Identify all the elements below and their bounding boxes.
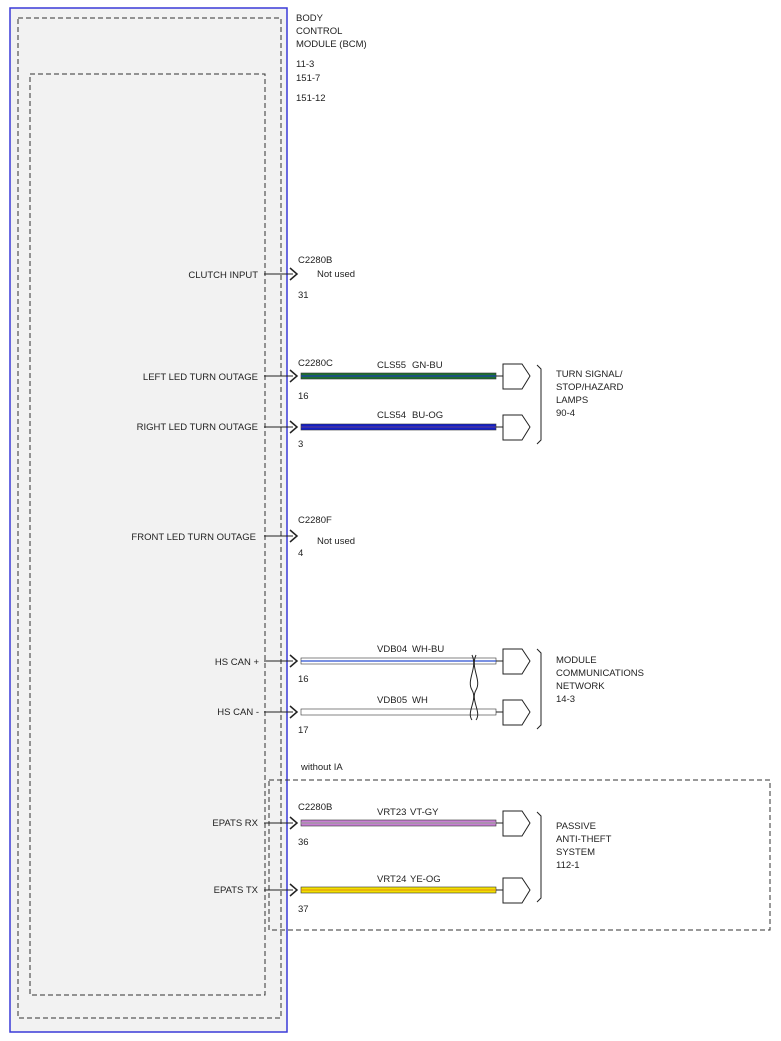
signal-label: LEFT LED TURN OUTAGE <box>143 372 258 383</box>
destination-line: STOP/HAZARD <box>556 382 624 393</box>
circuit-id: CLS54 <box>377 410 406 421</box>
terminal-connector <box>496 648 531 675</box>
color-code: GN-BU <box>412 360 443 371</box>
pin-number: 3 <box>298 439 303 450</box>
module-title-2: CONTROL <box>296 26 342 37</box>
signal-label: EPATS RX <box>212 818 258 829</box>
pin-number: 31 <box>298 290 309 301</box>
pin-number: 16 <box>298 391 309 402</box>
module-inner-dashed <box>29 73 266 996</box>
connector-id: C2280C <box>298 358 333 369</box>
pin-number: 16 <box>298 674 309 685</box>
connector-chevron <box>289 267 299 281</box>
color-code: BU-OG <box>412 410 443 421</box>
terminal-connector <box>496 877 531 904</box>
color-code: YE-OG <box>410 874 441 885</box>
signal-label: HS CAN + <box>215 657 260 668</box>
connector-chevron <box>289 816 299 830</box>
destination-bracket <box>536 811 542 903</box>
terminal-connector <box>496 699 531 726</box>
module-ref-2: 151-7 <box>296 73 320 84</box>
connector-chevron <box>289 654 299 668</box>
module-ref-1: 11-3 <box>296 59 314 70</box>
connector-chevron <box>289 369 299 383</box>
pin-number: 36 <box>298 837 309 848</box>
module-title-3: MODULE (BCM) <box>296 39 367 50</box>
module-outer-dashed <box>17 17 282 1019</box>
signal-label: CLUTCH INPUT <box>188 270 258 281</box>
circuit-id: VRT23 <box>377 807 406 818</box>
circuit-id: CLS55 <box>377 360 406 371</box>
destination-line: COMMUNICATIONS <box>556 668 644 679</box>
circuit-id: VDB04 <box>377 644 407 655</box>
circuit-id: VRT24 <box>377 874 406 885</box>
terminal-connector <box>496 810 531 837</box>
twisted-pair-marker-2 <box>473 654 479 721</box>
connector-id: C2280B <box>298 255 332 266</box>
destination-line: TURN SIGNAL/ <box>556 369 623 380</box>
pin-number: 17 <box>298 725 309 736</box>
destination-line: ANTI-THEFT <box>556 834 612 845</box>
destination-line: SYSTEM <box>556 847 595 858</box>
module-ref-3: 151-12 <box>296 93 326 104</box>
signal-label: HS CAN - <box>217 707 259 718</box>
signal-label: RIGHT LED TURN OUTAGE <box>137 422 258 433</box>
terminal-connector <box>496 363 531 390</box>
destination-line: NETWORK <box>556 681 605 692</box>
destination-line: 90-4 <box>556 408 575 419</box>
destination-bracket <box>536 364 542 445</box>
connector-chevron <box>289 705 299 719</box>
pin-number: 4 <box>298 548 303 559</box>
connector-chevron <box>289 529 299 543</box>
destination-line: MODULE <box>556 655 597 666</box>
wire <box>300 708 497 716</box>
twisted-pair-marker <box>469 654 475 721</box>
color-code: WH-BU <box>412 644 444 655</box>
destination-line: PASSIVE <box>556 821 596 832</box>
connector-id: C2280B <box>298 802 332 813</box>
not-used-note: Not used <box>317 536 355 547</box>
module-box <box>9 7 288 1033</box>
destination-bracket <box>536 648 542 730</box>
module-title-1: BODY <box>296 13 324 24</box>
signal-label: FRONT LED TURN OUTAGE <box>131 532 256 543</box>
connector-id: C2280F <box>298 515 332 526</box>
connector-chevron <box>289 883 299 897</box>
color-code: WH <box>412 695 428 706</box>
color-code: VT-GY <box>410 807 439 818</box>
destination-line: LAMPS <box>556 395 588 406</box>
terminal-connector <box>496 414 531 441</box>
option-note: without IA <box>300 762 343 773</box>
destination-line: 14-3 <box>556 694 575 705</box>
connector-chevron <box>289 420 299 434</box>
not-used-note: Not used <box>317 269 355 280</box>
circuit-id: VDB05 <box>377 695 407 706</box>
option-box <box>268 779 771 931</box>
pin-number: 37 <box>298 904 309 915</box>
destination-line: 112-1 <box>556 860 580 871</box>
signal-label: EPATS TX <box>214 885 259 896</box>
